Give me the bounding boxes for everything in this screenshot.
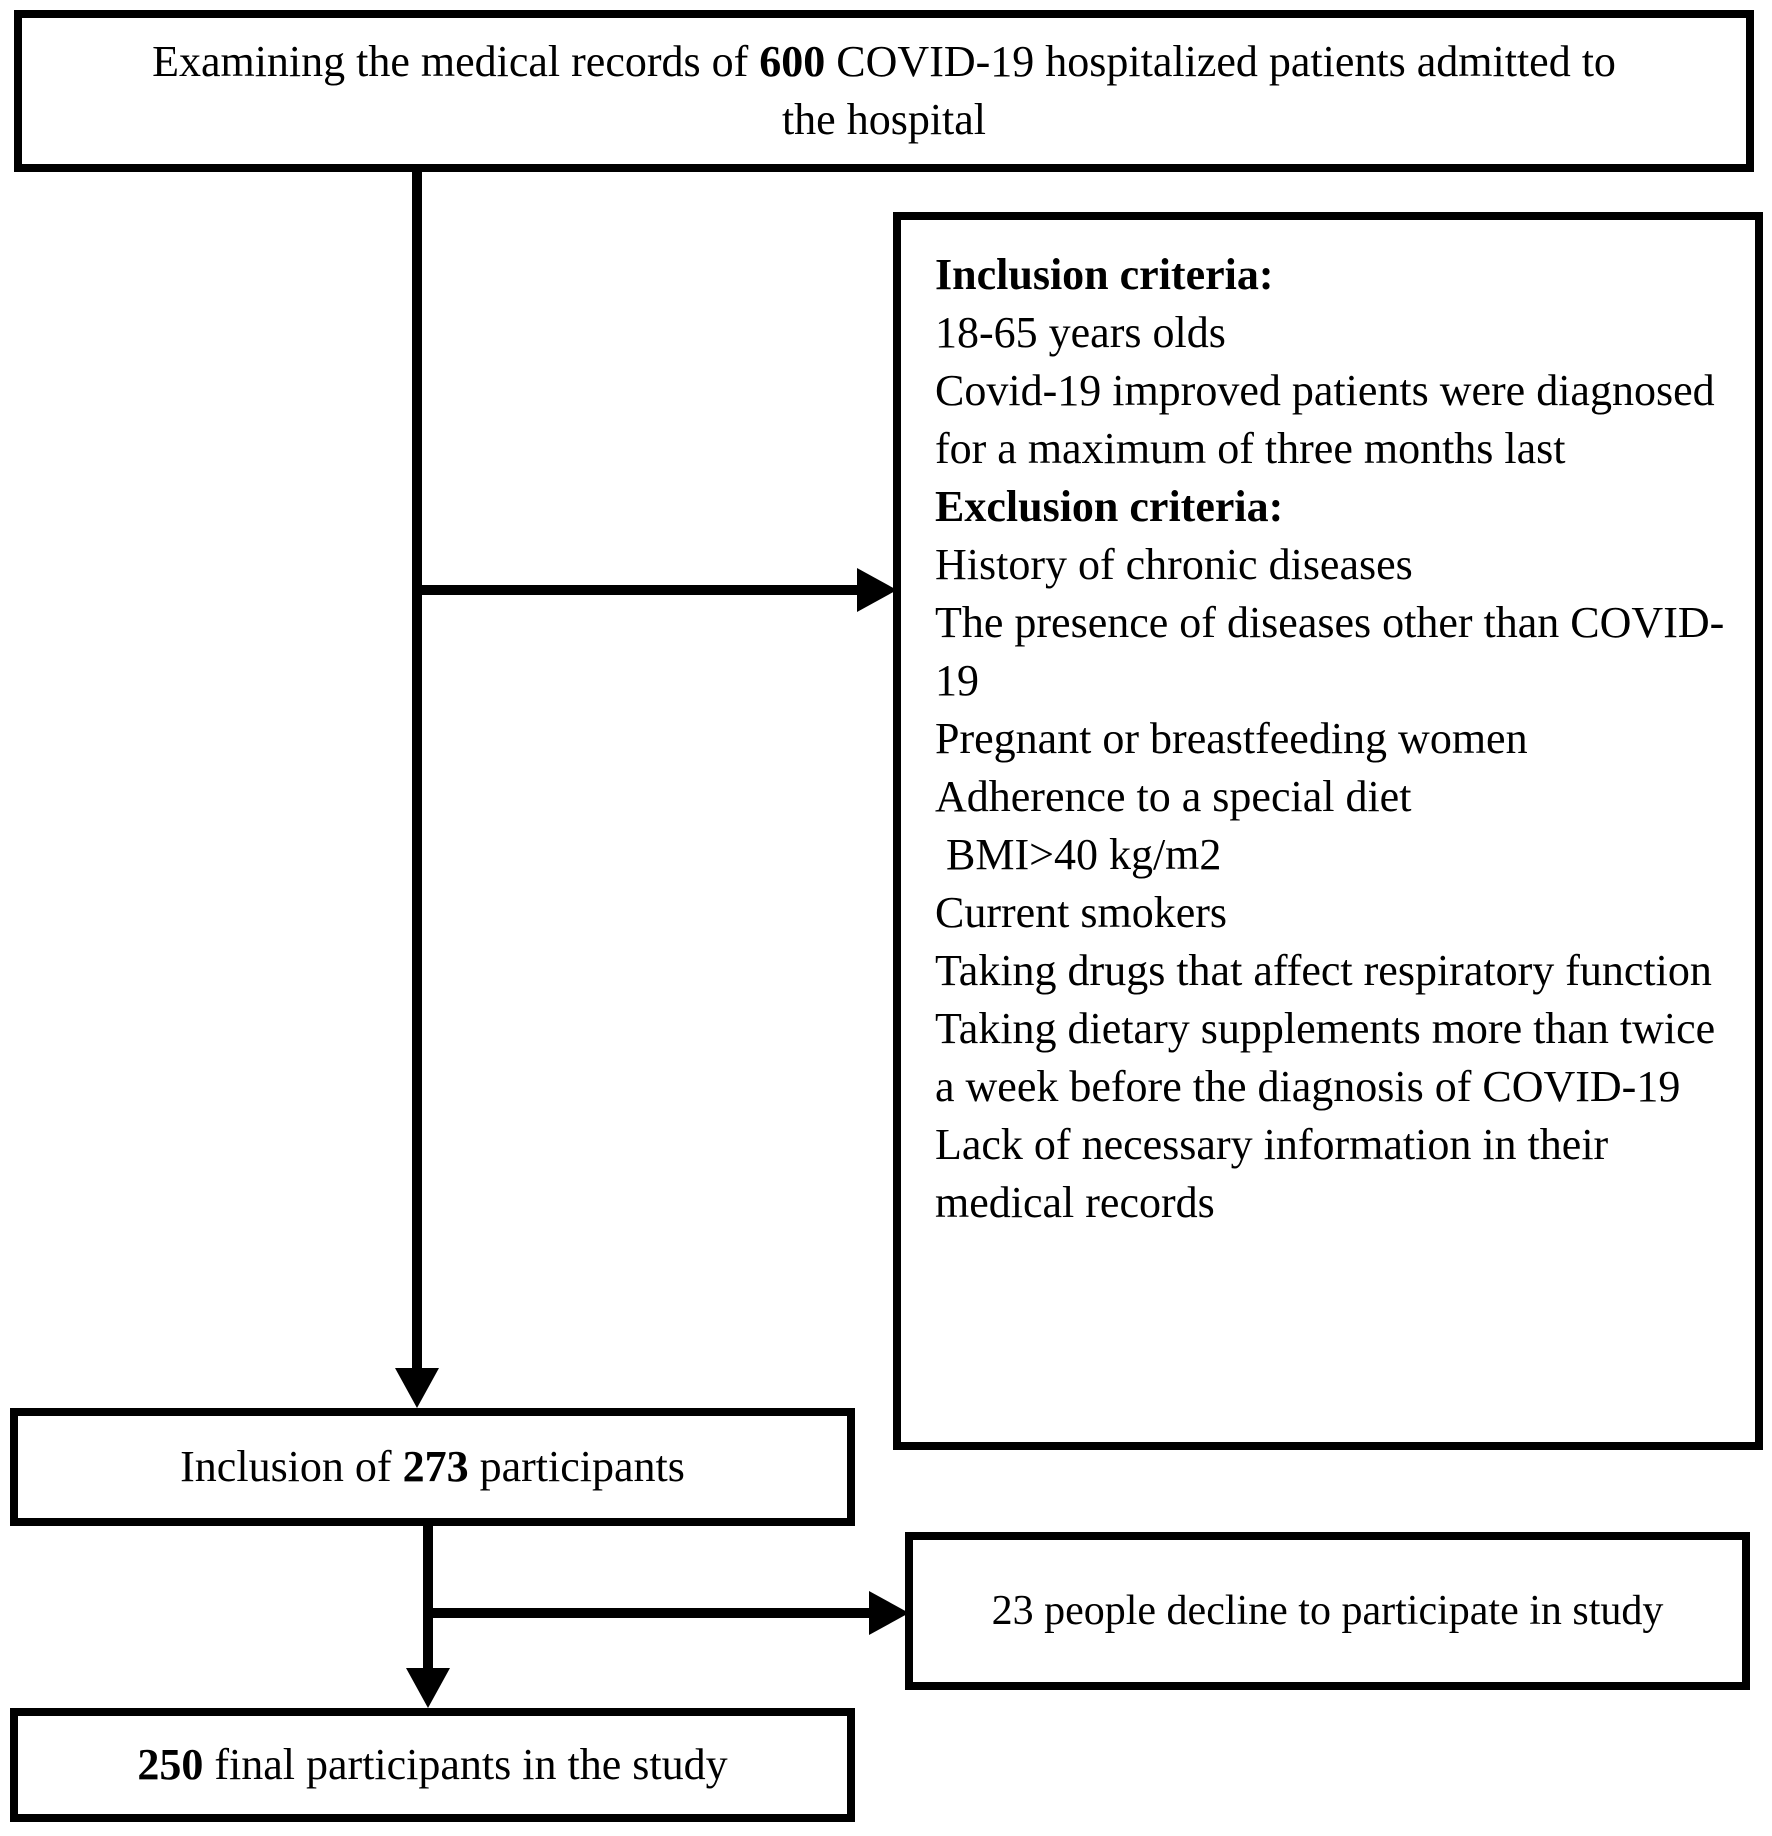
text-line: Inclusion criteria: xyxy=(935,246,1729,304)
text: Examining the medical records of xyxy=(152,37,760,86)
text-line: Lack of necessary information in their m… xyxy=(935,1116,1729,1232)
box-records-examined: Examining the medical records of 600 COV… xyxy=(14,10,1754,172)
text: Adherence to a special diet xyxy=(935,772,1412,821)
text: 23 people decline to participate in stud… xyxy=(991,1588,1664,1634)
text-line: Taking dietary supplements more than twi… xyxy=(935,1000,1729,1116)
text: History of chronic diseases xyxy=(935,540,1413,589)
text: The presence of diseases other than COVI… xyxy=(935,598,1725,705)
connector-top-to-inclusion-line xyxy=(412,168,422,1370)
bold-text: Exclusion criteria: xyxy=(935,482,1284,531)
text-line: The presence of diseases other than COVI… xyxy=(935,594,1729,710)
connector-branch-to-criteria-line xyxy=(412,585,859,595)
text-line: Examining the medical records of 600 COV… xyxy=(152,33,1616,91)
text: Taking drugs that affect respiratory fun… xyxy=(935,946,1712,995)
text-line: Covid-19 improved patients were diagnose… xyxy=(935,362,1729,478)
text: Lack of necessary information in their m… xyxy=(935,1120,1620,1227)
text: Taking dietary supplements more than twi… xyxy=(935,1004,1727,1111)
box-final-250-participants: 250 final participants in the study xyxy=(10,1708,855,1822)
arrowhead-right-decline-icon xyxy=(869,1591,909,1635)
text-line: Inclusion of 273 participants xyxy=(180,1438,685,1496)
text-line: the hospital xyxy=(782,91,986,149)
bold-text: 250 xyxy=(137,1740,204,1789)
text-line: 250 final participants in the study xyxy=(137,1736,727,1794)
text-line: Current smokers xyxy=(935,884,1729,942)
arrowhead-right-criteria-icon xyxy=(857,568,897,612)
text: participants xyxy=(468,1442,685,1491)
connector-inclusion-to-final-line xyxy=(423,1524,433,1670)
text-line: Exclusion criteria: xyxy=(935,478,1729,536)
bold-text: 273 xyxy=(402,1442,469,1491)
text-line: 23 people decline to participate in stud… xyxy=(992,1582,1664,1640)
text: BMI>40 kg/m2 xyxy=(935,830,1222,879)
bold-text: Inclusion criteria: xyxy=(935,250,1274,299)
arrowhead-down-inclusion-icon xyxy=(395,1368,439,1408)
text: Inclusion of xyxy=(180,1442,403,1491)
text: Pregnant or breastfeeding women xyxy=(935,714,1528,763)
bold-text: 600 xyxy=(759,37,826,86)
box-inclusion-273-participants: Inclusion of 273 participants xyxy=(10,1408,855,1526)
text-line: Pregnant or breastfeeding women xyxy=(935,710,1729,768)
text-line: BMI>40 kg/m2 xyxy=(935,826,1729,884)
text: COVID-19 hospitalized patients admitted … xyxy=(825,37,1616,86)
text: the hospital xyxy=(781,95,987,144)
text-line: 18-65 years olds xyxy=(935,304,1729,362)
text: final participants in the study xyxy=(203,1740,728,1789)
text-line: History of chronic diseases xyxy=(935,536,1729,594)
text-line: Taking drugs that affect respiratory fun… xyxy=(935,942,1729,1000)
box-decline-23-people: 23 people decline to participate in stud… xyxy=(905,1532,1750,1690)
text-line: Adherence to a special diet xyxy=(935,768,1729,826)
text: 18-65 years olds xyxy=(935,308,1226,357)
connector-branch-to-decline-line xyxy=(423,1608,871,1618)
arrowhead-down-final-icon xyxy=(406,1668,450,1708)
text: Covid-19 improved patients were diagnose… xyxy=(935,366,1726,473)
text: Current smokers xyxy=(935,888,1228,937)
